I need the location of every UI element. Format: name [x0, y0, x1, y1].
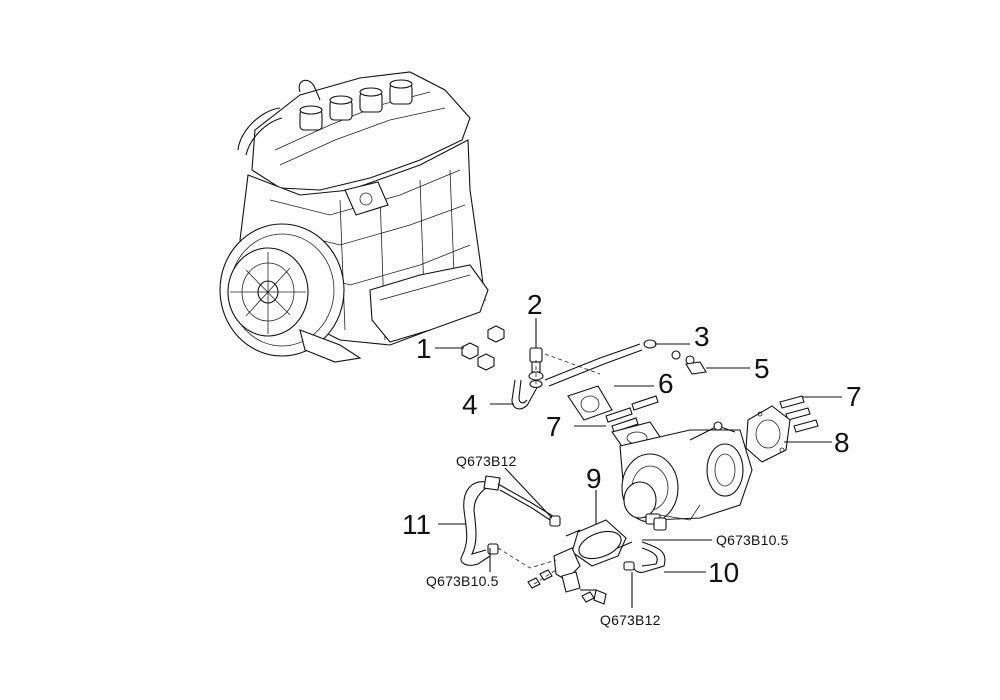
callout-3: 3: [694, 321, 710, 352]
leader-lines: [435, 318, 842, 608]
callout-9: 9: [586, 463, 602, 494]
callout-1: 1: [416, 333, 432, 364]
clamp-code-right: Q673B10.5: [716, 532, 789, 548]
vacuum-canister-9: [527, 519, 633, 603]
callout-2: 2: [527, 289, 543, 320]
callout-10: 10: [708, 557, 739, 588]
clamp-code-bottom-left: Q673B10.5: [426, 573, 499, 589]
oil-feed-pipe-assembly: [461, 325, 707, 410]
callout-5: 5: [754, 353, 770, 384]
callout-8: 8: [834, 427, 850, 458]
outlet-gasket-8: [745, 405, 791, 463]
callout-11: 11: [402, 509, 431, 540]
clamp-code-bottom-right: Q673B12: [600, 612, 661, 628]
callout-7-right: 7: [846, 381, 862, 412]
hose-10: [580, 541, 666, 605]
callout-4: 4: [462, 389, 478, 420]
hose-11: [460, 475, 561, 569]
turbocharger: [611, 421, 753, 531]
flywheel-clutch: [219, 223, 345, 357]
exhaust-gasket-6: [567, 385, 613, 421]
ignition-coils: [299, 79, 413, 131]
studs-7-left: [605, 395, 659, 433]
callout-6: 6: [658, 368, 674, 399]
clamp-code-top-left: Q673B12: [456, 453, 517, 469]
callout-7-left: 7: [546, 411, 562, 442]
engine-block-drawing: [219, 71, 489, 363]
